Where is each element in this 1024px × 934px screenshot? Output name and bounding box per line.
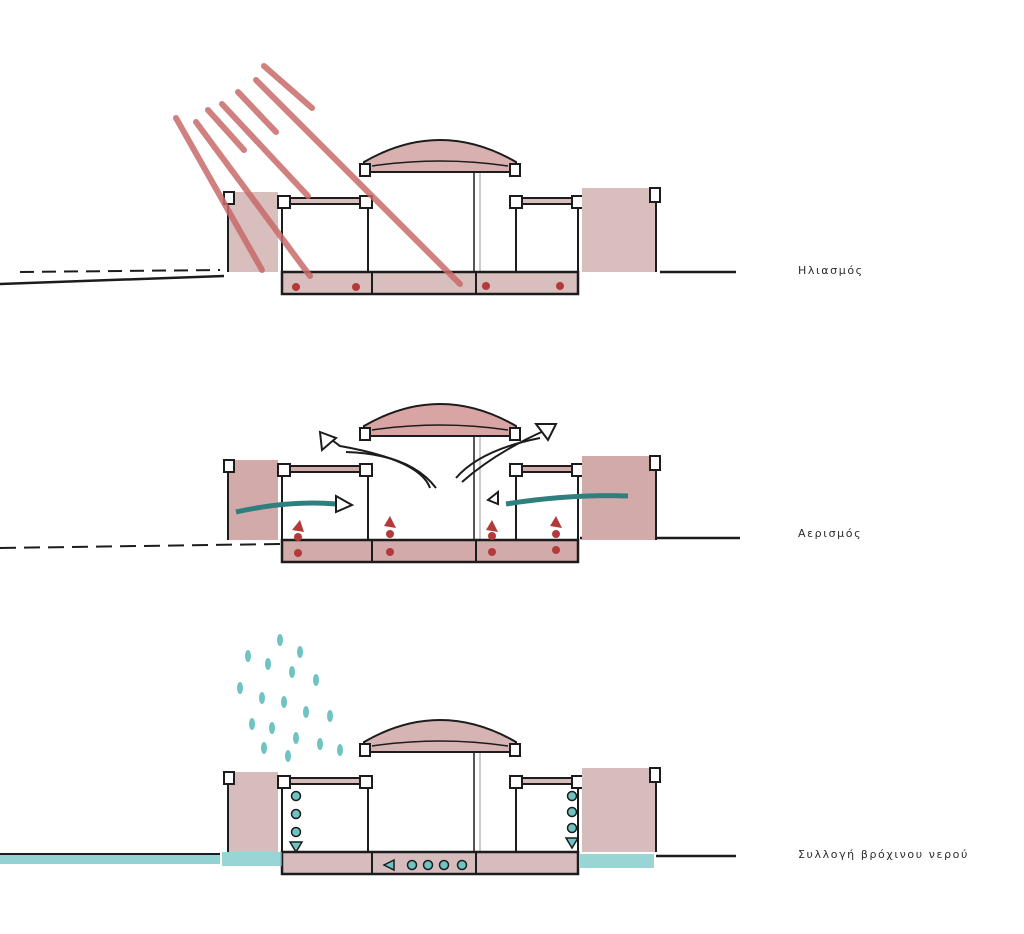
building-section: [222, 166, 662, 296]
ground-dashed-line: [0, 543, 281, 549]
diagram-rain: [0, 634, 736, 876]
water-channel-left: [0, 854, 220, 864]
air-markers: [292, 516, 562, 557]
caption-ventilation: Αερισμός: [798, 527, 863, 540]
rain-drop-icon: [237, 634, 343, 762]
roof-dome: [360, 404, 520, 440]
roof-dome: [360, 720, 520, 756]
diagram-sun: [0, 63, 736, 296]
sun-ray-icon: [173, 63, 463, 287]
slab-dots: [292, 282, 564, 291]
caption-sun: Ηλιασμός: [798, 264, 864, 277]
ground-line-left: [0, 274, 225, 286]
roof-dome: [360, 140, 520, 176]
ground-dashed-line: [19, 269, 221, 273]
diagram-vent: [0, 404, 740, 564]
building-section: [222, 434, 662, 564]
water-flow-arrow-icon: [288, 790, 580, 872]
air-flow-arrow-icon: [235, 423, 629, 515]
caption-rainwater: Συλλογή βρόχινου νερού: [798, 848, 969, 861]
